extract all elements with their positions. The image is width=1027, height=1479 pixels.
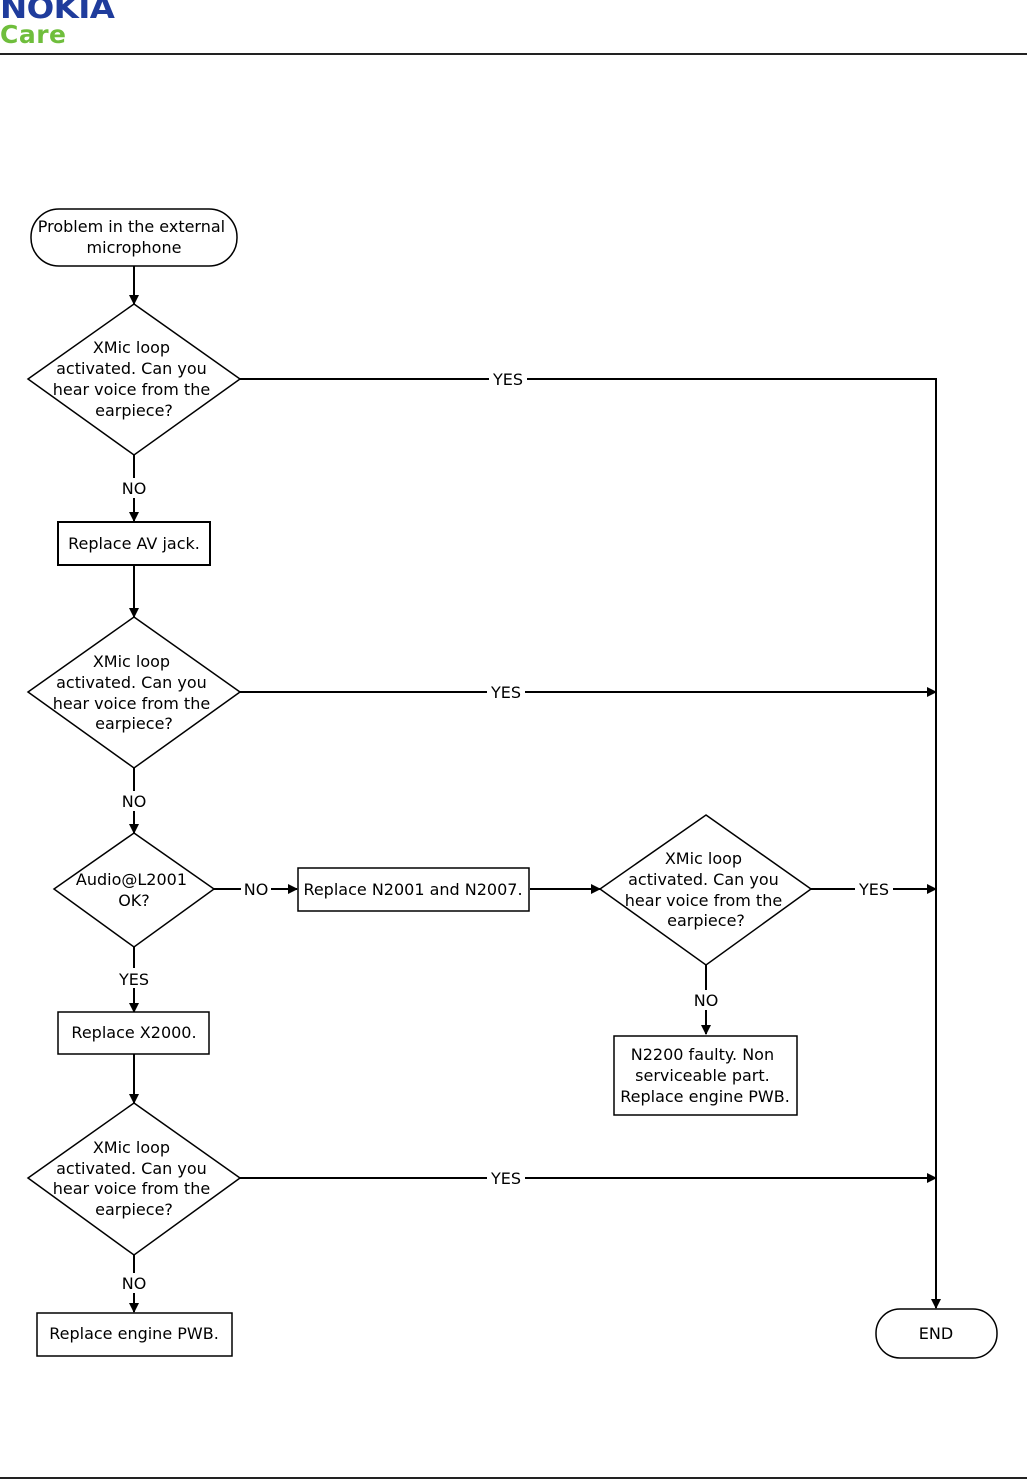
header-divider: [0, 53, 1027, 55]
care-logo: Care: [0, 20, 67, 49]
edge-label-audio-no: NO: [244, 880, 269, 899]
replace-engine-pwb-label: Replace engine PWB.: [49, 1324, 219, 1343]
replace-av-jack-label: Replace AV jack.: [68, 534, 200, 553]
edge-label-q3-yes: YES: [490, 1169, 521, 1188]
decision-q3-label: XMic loop activated. Can you hear voice …: [53, 1138, 216, 1219]
edge-label-audio-yes: YES: [118, 970, 149, 989]
decision-q4: [598, 814, 813, 966]
process-replace-x2000: [57, 1011, 210, 1055]
decision-q3: [26, 1102, 242, 1256]
process-replace-engine-pwb: [36, 1312, 233, 1357]
end-terminator: [875, 1308, 998, 1359]
end-label: END: [919, 1324, 953, 1343]
n2200-faulty-label: N2200 faulty. Non serviceable part. Repl…: [620, 1045, 790, 1106]
start-label: Problem in the external microphone: [38, 217, 230, 257]
nokia-logo: NOKIA: [0, 0, 115, 25]
decision-q1-label: XMic loop activated. Can you hear voice …: [53, 338, 216, 420]
edge-label-q4-no: NO: [694, 991, 719, 1010]
process-n2200-faulty: [613, 1035, 798, 1116]
edge-label-q1-yes: YES: [492, 370, 523, 389]
decision-q4-label: XMic loop activated. Can you hear voice …: [625, 849, 788, 930]
page-header: NOKIA Care: [0, 0, 1027, 56]
edge-q1-yes-end: [240, 378, 941, 1309]
decision-q1: [26, 303, 242, 456]
process-replace-av-jack: [57, 521, 211, 566]
process-replace-n2001-n2007: [297, 867, 530, 912]
decision-q2-label: XMic loop activated. Can you hear voice …: [53, 652, 216, 733]
decision-audio-label: Audio@L2001 OK?: [76, 870, 192, 910]
decision-audio: [52, 832, 216, 948]
decision-q2: [26, 616, 242, 769]
start-terminator: [30, 208, 238, 267]
replace-x2000-label: Replace X2000.: [71, 1023, 196, 1042]
edge-label-q1-no: NO: [122, 479, 147, 498]
edge-label-q4-yes: YES: [858, 880, 889, 899]
replace-n2001-n2007-label: Replace N2001 and N2007.: [303, 880, 522, 899]
edge-label-q2-yes: YES: [490, 683, 521, 702]
edge-label-q2-no: NO: [122, 792, 147, 811]
edge-label-q3-no: NO: [122, 1274, 147, 1293]
footer-divider: [0, 1477, 1027, 1479]
